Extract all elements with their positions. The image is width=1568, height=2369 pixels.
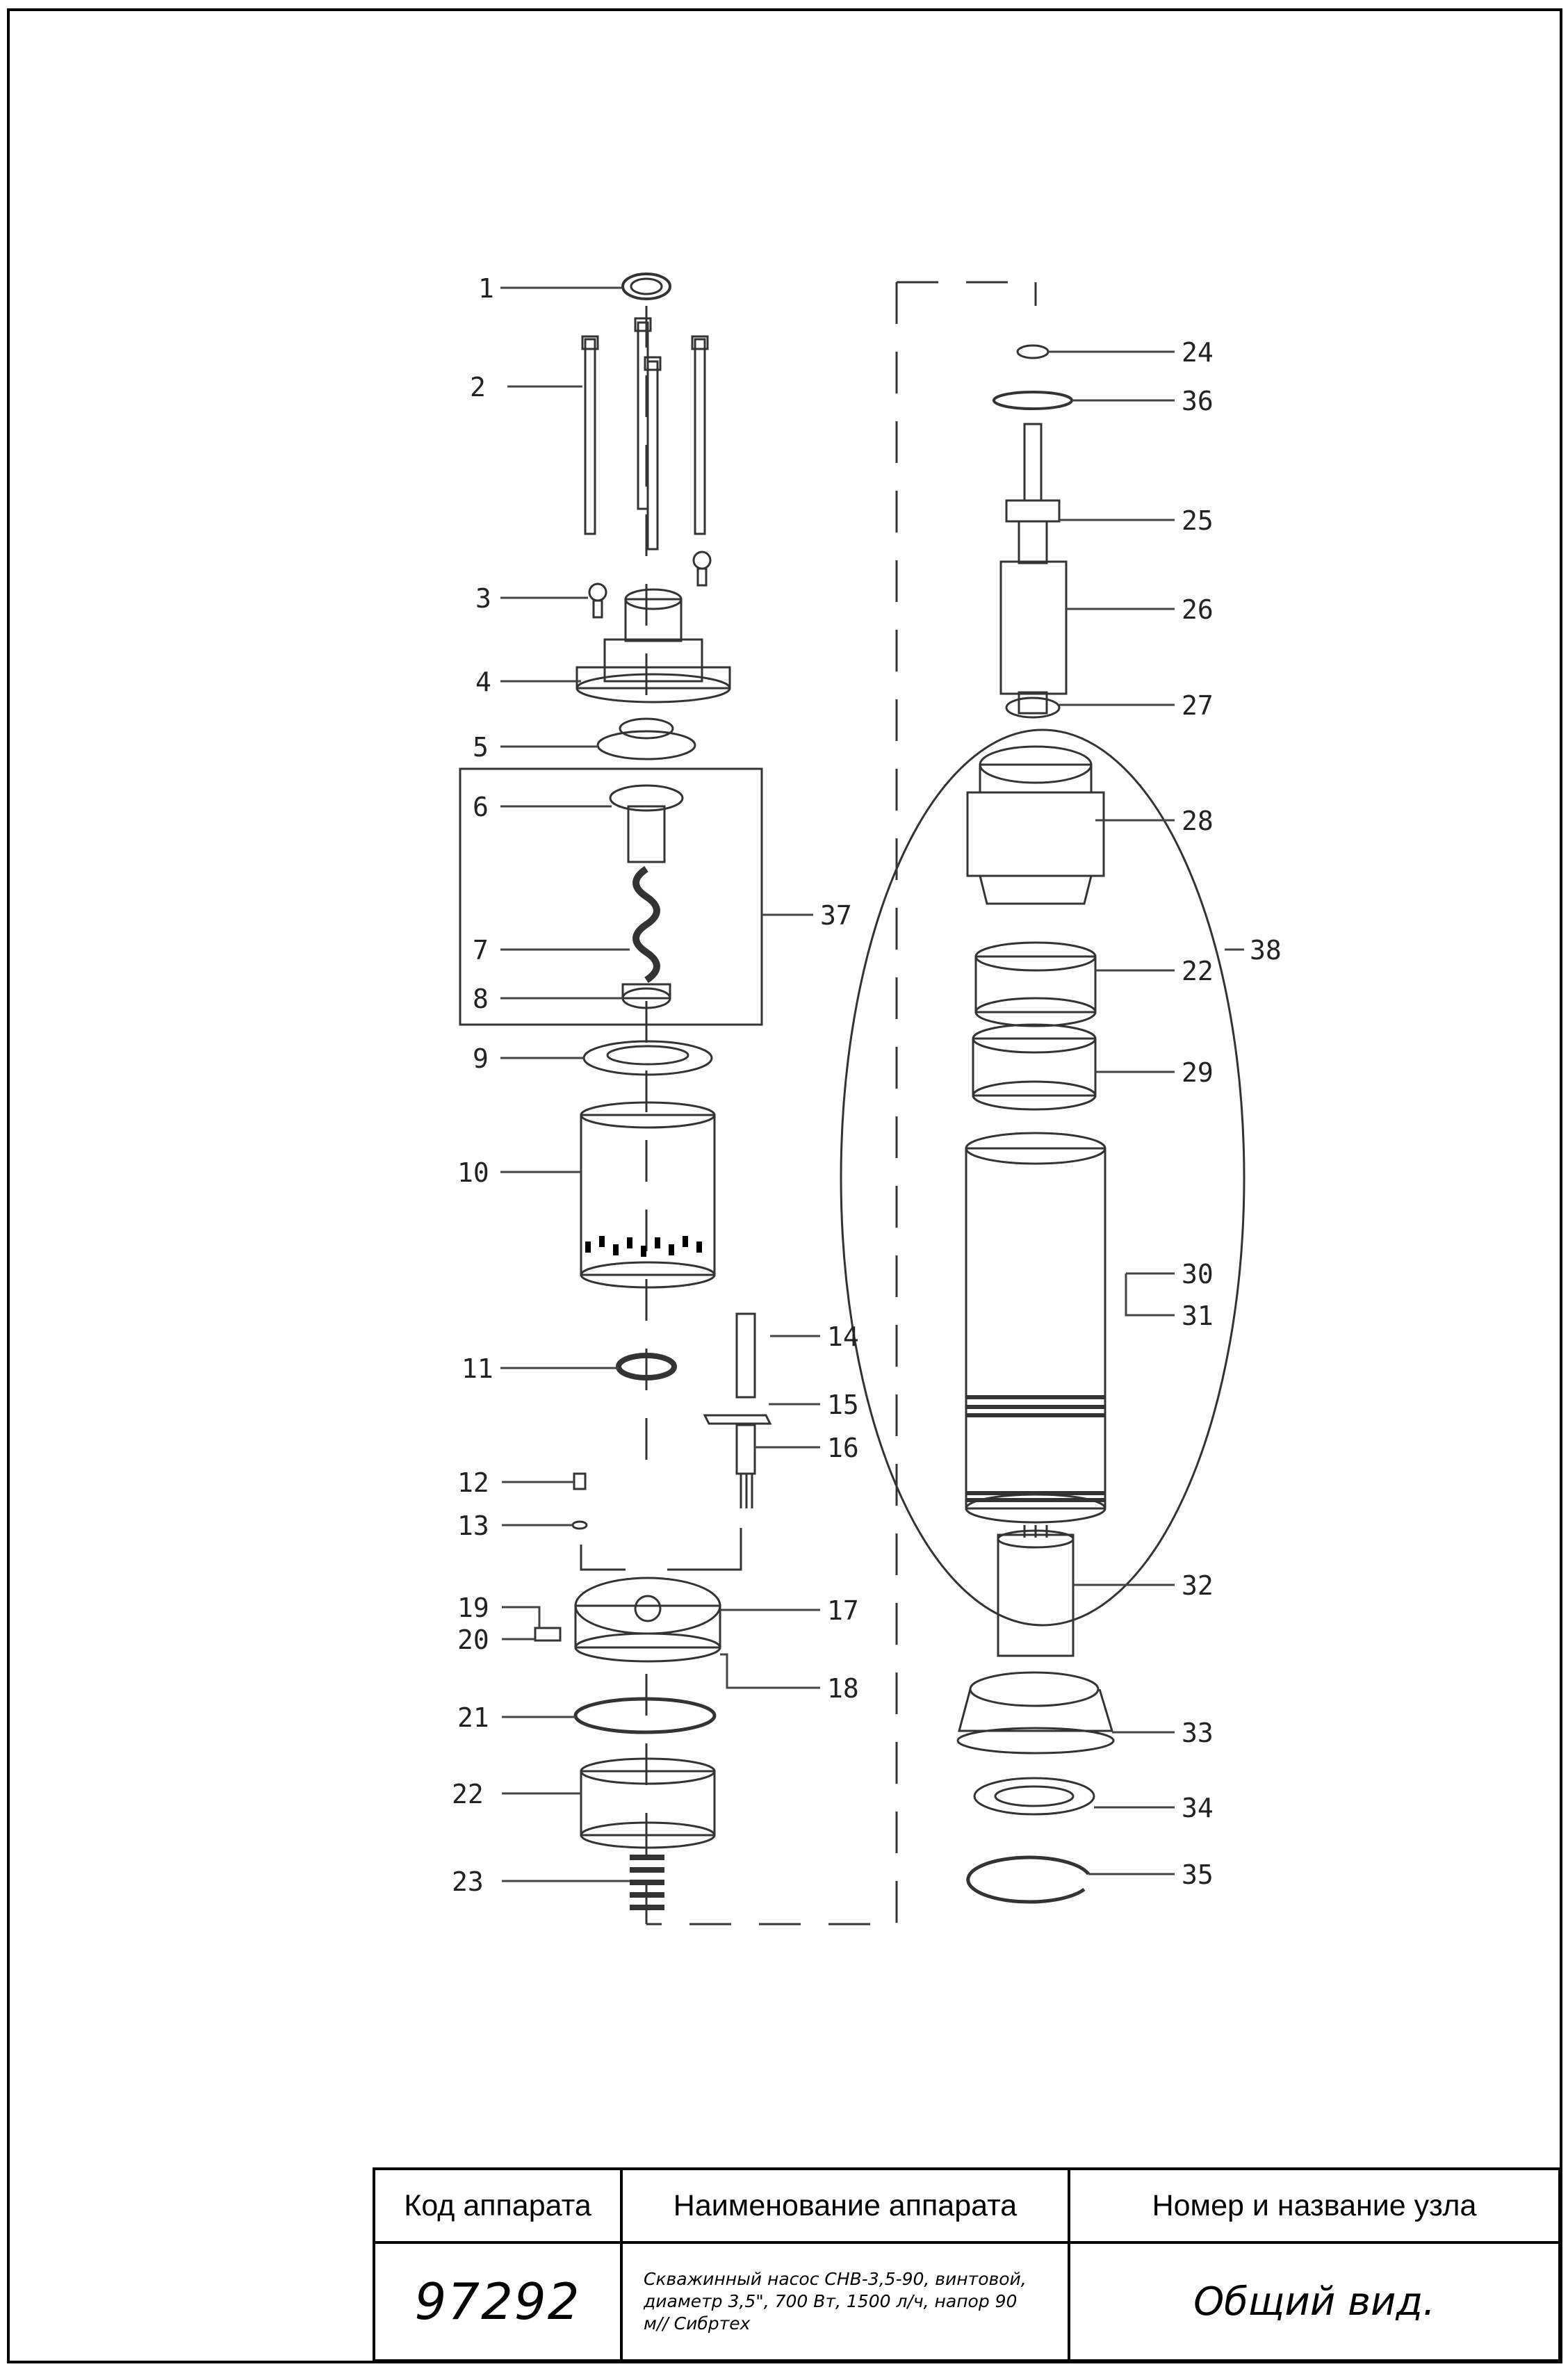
callout-30: 30 xyxy=(1182,1259,1214,1289)
part-37-rotor-stator-group xyxy=(459,767,763,1026)
device-name: Скважинный насос СНВ-3,5-90, винтовой, д… xyxy=(644,2269,1027,2334)
callout-12: 12 xyxy=(457,1467,489,1498)
part-5-washer xyxy=(596,730,696,760)
header-device-code: Код аппарата xyxy=(404,2188,591,2222)
part-24-snap-ring xyxy=(1016,344,1050,359)
part-21-o-ring xyxy=(573,1697,717,1734)
part-32-capacitor xyxy=(997,1525,1075,1657)
callout-8: 8 xyxy=(473,984,489,1014)
part-29-ring xyxy=(972,1023,1097,1111)
device-code: 97292 xyxy=(414,2272,581,2331)
callout-3: 3 xyxy=(475,583,491,614)
callout-33: 33 xyxy=(1182,1718,1214,1748)
assembly-dash-line xyxy=(645,278,1037,1926)
title-block: Код аппарата Наименование аппарата Номер… xyxy=(373,2167,1561,2362)
header-node-name: Номер и название узла xyxy=(1152,2188,1477,2222)
callout-23: 23 xyxy=(452,1866,484,1897)
header-device-name: Наименование аппарата xyxy=(673,2188,1018,2222)
part-33-bottom-cover xyxy=(956,1671,1115,1755)
part-30-31-motor-housing xyxy=(965,1132,1106,1524)
callout-17: 17 xyxy=(827,1595,859,1626)
part-13-washer xyxy=(571,1520,588,1530)
part-23-spring xyxy=(630,1855,664,1910)
callout-37: 37 xyxy=(820,900,852,931)
part-20-screw xyxy=(534,1627,562,1642)
part-11-oil-seal xyxy=(616,1353,677,1381)
part-38-motor-group xyxy=(840,728,1246,1627)
part-6-stator xyxy=(609,784,684,863)
callout-11: 11 xyxy=(462,1353,493,1384)
part-28-upper-housing xyxy=(966,745,1105,905)
part-22-sleeve xyxy=(580,1757,716,1849)
callout-36: 36 xyxy=(1182,386,1214,416)
callout-25: 25 xyxy=(1182,505,1214,536)
part-10-strainer-housing xyxy=(580,1101,716,1289)
part-12-bolt xyxy=(573,1472,587,1490)
callout-28: 28 xyxy=(1182,806,1214,836)
callout-20: 20 xyxy=(457,1625,489,1655)
callout-14: 14 xyxy=(827,1321,859,1352)
part-7-screw-rotor xyxy=(632,865,660,984)
callout-18: 18 xyxy=(827,1673,859,1704)
part-2-studs xyxy=(581,317,709,551)
part-1-ring xyxy=(621,272,671,300)
callout-27: 27 xyxy=(1182,690,1214,721)
callout-4: 4 xyxy=(475,667,491,697)
callout-21: 21 xyxy=(457,1702,489,1733)
callout-1: 1 xyxy=(478,273,494,304)
part-4-pump-head xyxy=(575,588,731,703)
part-35-retaining-ring xyxy=(966,1855,1091,1904)
callout-7: 7 xyxy=(473,935,489,966)
callout-2: 2 xyxy=(470,372,486,402)
callout-26: 26 xyxy=(1182,594,1214,625)
callout-31: 31 xyxy=(1182,1301,1214,1331)
callout-10: 10 xyxy=(457,1157,489,1188)
callout-29: 29 xyxy=(1182,1057,1214,1088)
callout-9: 9 xyxy=(473,1043,489,1074)
part-17-motor-cover xyxy=(574,1577,721,1663)
callout-16: 16 xyxy=(827,1433,859,1463)
callout-19: 19 xyxy=(457,1593,489,1623)
part-22-sleeve-right xyxy=(974,941,1097,1027)
part-25-27-rotor-shaft xyxy=(999,423,1068,719)
callout-32: 32 xyxy=(1182,1570,1214,1601)
callout-22: 22 xyxy=(452,1779,484,1809)
callout-13: 13 xyxy=(457,1511,489,1541)
part-34-diaphragm xyxy=(973,1777,1095,1816)
sheet-frame xyxy=(7,8,1562,2363)
part-36-o-ring xyxy=(993,391,1073,410)
part-14-16-cable-bushing xyxy=(703,1312,772,1508)
callout-38: 38 xyxy=(1250,935,1282,966)
callout-5: 5 xyxy=(473,732,489,763)
callout-15: 15 xyxy=(827,1390,859,1420)
callout-22-right: 22 xyxy=(1182,956,1214,986)
callout-34: 34 xyxy=(1182,1793,1214,1823)
callout-6: 6 xyxy=(473,792,489,822)
callout-35: 35 xyxy=(1182,1859,1214,1890)
part-3-eyebolts xyxy=(588,551,712,619)
callout-24: 24 xyxy=(1182,337,1214,368)
node-name: Общий вид. xyxy=(1193,2279,1435,2325)
